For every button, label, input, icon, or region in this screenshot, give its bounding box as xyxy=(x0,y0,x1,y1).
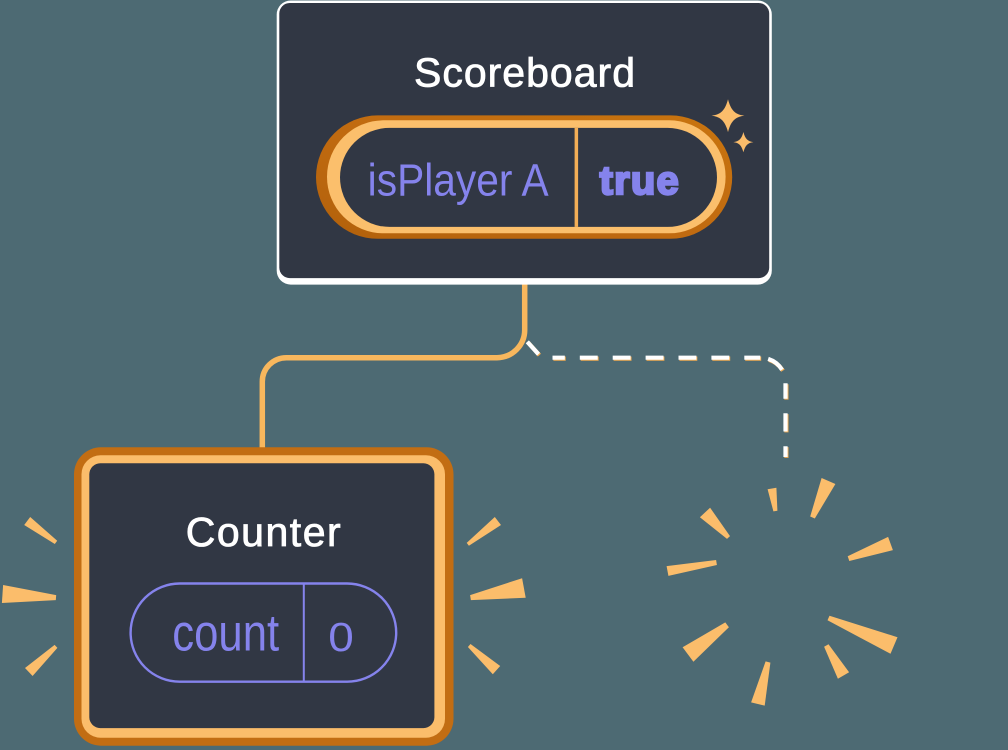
svg-text:count: count xyxy=(172,605,279,662)
svg-text:Counter: Counter xyxy=(186,509,341,555)
svg-text:Scoreboard: Scoreboard xyxy=(414,49,635,95)
svg-text:0: 0 xyxy=(328,615,354,660)
svg-text:isPlayer A: isPlayer A xyxy=(368,156,549,206)
svg-text:true: true xyxy=(600,159,679,203)
